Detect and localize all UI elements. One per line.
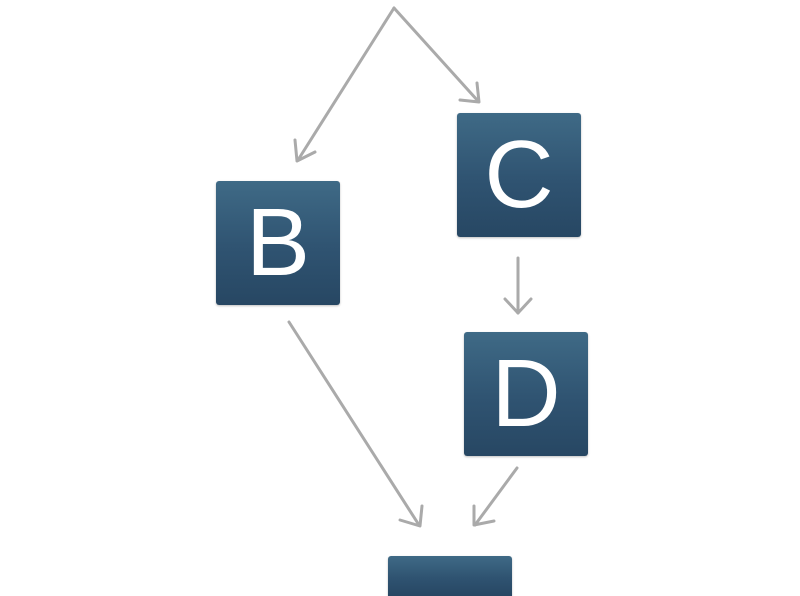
node-c: C [457, 113, 581, 237]
edge-top-to-b [293, 6, 396, 163]
edge-top-to-c [392, 6, 481, 104]
dependency-diagram [287, 6, 533, 528]
node-c-label: C [484, 121, 554, 228]
edge-b-to-e [287, 320, 424, 528]
edge-d-to-e [472, 466, 519, 527]
node-d-label: D [491, 340, 561, 447]
node-d: D [464, 332, 588, 456]
edge-c-to-d [503, 256, 533, 315]
node-e [388, 556, 512, 596]
node-b-label: B [245, 189, 311, 296]
node-b: B [216, 181, 340, 305]
